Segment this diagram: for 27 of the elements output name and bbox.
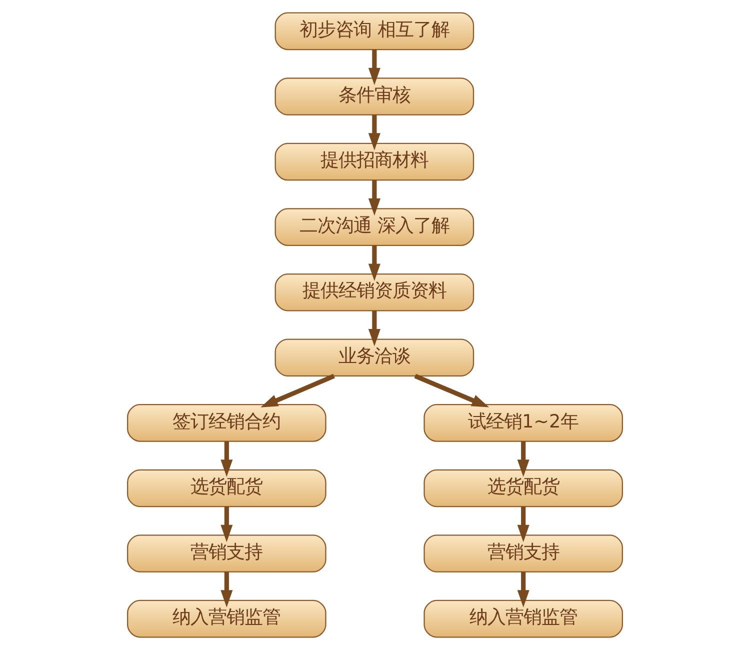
arrow [368, 50, 380, 86]
node-box: 试经销1~2年 [424, 404, 623, 442]
node-box: 二次沟通 深入了解 [274, 208, 474, 246]
node-box: 业务洽谈 [274, 338, 474, 377]
node-box: 条件审核 [274, 78, 474, 116]
arrow [220, 506, 233, 542]
node-box: 选货配货 [424, 469, 623, 508]
arrow [414, 374, 490, 408]
node-box: 提供经销资质资料 [274, 273, 474, 312]
arrow [260, 374, 335, 408]
node-box: 签订经销合约 [127, 404, 326, 442]
node-box: 纳入营销监管 [127, 600, 326, 638]
arrow [368, 310, 380, 346]
node-box: 选货配货 [127, 469, 326, 508]
node-box: 营销支持 [424, 534, 623, 572]
arrow [517, 572, 530, 608]
node-box: 纳入营销监管 [424, 600, 623, 638]
arrow [517, 506, 530, 542]
node-box: 初步咨询 相互了解 [274, 12, 474, 50]
arrow [517, 441, 530, 477]
node-box: 营销支持 [127, 534, 326, 572]
arrow [220, 572, 233, 608]
arrow [368, 180, 380, 216]
arrow [368, 245, 380, 281]
node-box: 提供招商材料 [274, 142, 474, 181]
arrow [368, 114, 380, 150]
arrow [220, 441, 233, 477]
